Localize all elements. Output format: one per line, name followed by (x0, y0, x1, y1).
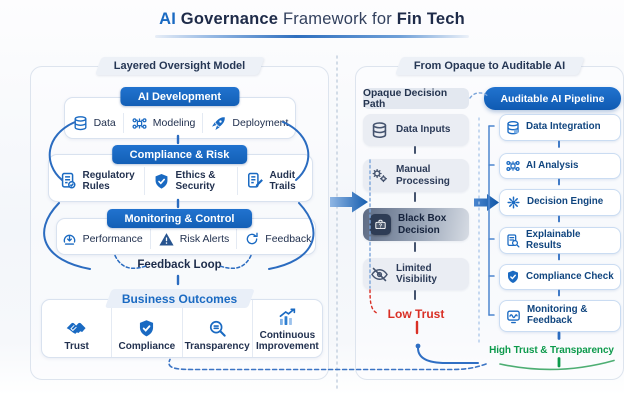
regulatory-doc-icon (58, 171, 78, 191)
growth-chart-icon (276, 307, 298, 328)
left-panel: Layered Oversight Model AI Development D… (30, 60, 329, 380)
banner-ai-development: AI Development (119, 87, 240, 106)
list-item: Risk Alerts (158, 231, 229, 248)
list-item: Continuous Improvement (251, 300, 322, 357)
eye-off-icon (370, 265, 389, 284)
list-item: Regulatory Rules (58, 170, 137, 192)
risk-alert-icon (158, 231, 175, 248)
list-item: Trust (42, 300, 111, 357)
shield-check-icon (152, 172, 171, 191)
list-item: Modeling (131, 115, 195, 132)
explainable-doc-icon (505, 233, 521, 249)
pipeline-step: Compliance Check (499, 264, 621, 290)
feedback-cycle-icon (244, 231, 260, 247)
pipeline-step: Monitoring & Feedback (499, 300, 621, 332)
black-box-icon: ? (370, 214, 391, 235)
compliance-shield-icon (136, 318, 157, 339)
list-item: Ethics & Security (152, 170, 230, 192)
title-part-governance: Governance (180, 10, 279, 28)
pipeline-step: Data Integration (499, 114, 621, 141)
ai-model-icon (505, 158, 521, 174)
opaque-step: Limited Visibility (363, 258, 469, 290)
title-part-fintech: Fin Tech (396, 10, 465, 28)
pipeline-step: Explainable Results (499, 227, 621, 254)
list-item: Compliance (111, 300, 181, 357)
high-trust-result: High Trust & Transparency (489, 345, 614, 356)
list-item: Audit Trails (245, 170, 304, 192)
right-panel-tab: From Opaque to Auditable AI (398, 57, 581, 75)
audit-doc-icon (245, 171, 265, 191)
decision-gear-icon (505, 194, 522, 211)
list-item: Performance (61, 231, 143, 248)
page-title: AI Governance Framework for Fin Tech (0, 10, 624, 29)
title-underline (155, 35, 469, 38)
database-icon (505, 120, 521, 136)
list-item: Data (72, 115, 116, 132)
opaque-step-black-box: ? Black Box Decision (363, 208, 469, 241)
database-icon (72, 115, 89, 132)
svg-text:?: ? (379, 224, 382, 230)
low-trust-result: Low Trust (387, 307, 445, 321)
shield-check-icon (505, 269, 521, 285)
title-part-framework: Framework for (282, 10, 392, 28)
rocket-icon (210, 115, 227, 132)
opaque-path-header: Opaque Decision Path (363, 88, 469, 110)
opaque-step: Data Inputs (363, 114, 469, 146)
feedback-loop-label: Feedback Loop (137, 259, 222, 271)
transparency-lens-icon (207, 318, 228, 339)
banner-compliance-risk: Compliance & Risk (111, 145, 248, 164)
auditable-pipeline-header: Auditable AI Pipeline (484, 87, 621, 110)
pipeline-step: AI Analysis (499, 153, 621, 179)
database-icon (370, 121, 389, 140)
list-item: Deployment (210, 115, 288, 132)
opaque-step: Manual Processing (363, 159, 469, 192)
gears-icon (370, 166, 389, 185)
banner-monitoring-control: Monitoring & Control (106, 209, 253, 228)
performance-gauge-icon (61, 231, 78, 248)
pipeline-step: Decision Engine (499, 189, 621, 216)
title-part-ai: AI (159, 10, 176, 28)
list-item: Feedback (244, 231, 311, 247)
business-outcomes-tab: Business Outcomes (108, 289, 251, 308)
handshake-icon (65, 319, 89, 339)
ai-model-icon (131, 115, 148, 132)
list-item: Transparency (181, 300, 252, 357)
left-panel-tab: Layered Oversight Model (98, 57, 261, 75)
monitor-feedback-icon (505, 308, 522, 325)
right-panel: From Opaque to Auditable AI Opaque Decis… (355, 60, 624, 380)
